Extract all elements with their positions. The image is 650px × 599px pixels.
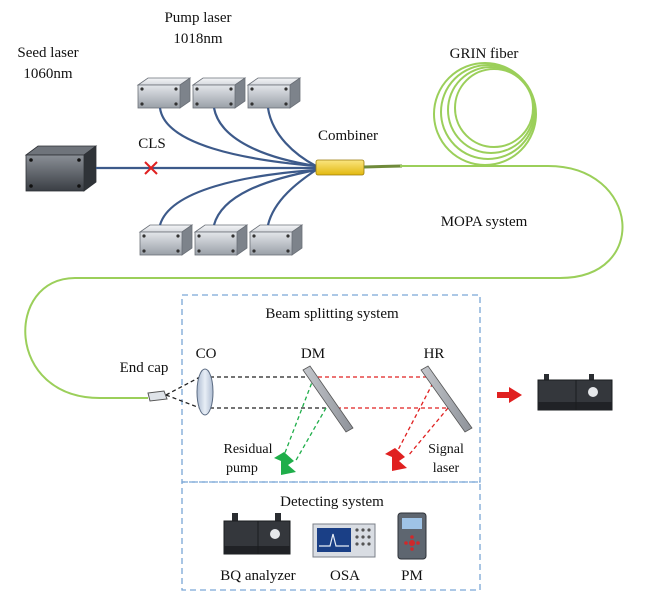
bq-analyzer-label: BQ analyzer [220, 568, 295, 584]
end-cap-label: End cap [120, 360, 169, 376]
pump-laser-module [191, 77, 247, 109]
pump-laser-module [246, 77, 302, 109]
hr-mirror [420, 365, 473, 433]
dichroic-mirror [302, 365, 354, 433]
osa-device [312, 523, 376, 558]
seed-laser-label: Seed laser [17, 45, 78, 61]
output-arrow-icon [497, 387, 522, 403]
pump-laser-label: Pump laser [164, 10, 231, 26]
beam-profiler-camera [537, 374, 613, 411]
pm-label: PM [401, 568, 423, 584]
residual-pump-label: Residual [224, 442, 273, 457]
pump-fibers [158, 107, 317, 226]
cls-marker [144, 161, 158, 175]
signal-laser-label-2: laser [433, 461, 460, 476]
grin-fiber-coil [433, 62, 537, 166]
dm-label: DM [301, 346, 325, 362]
pump-laser-module [248, 224, 304, 256]
residual-pump-label-2: pump [226, 461, 258, 476]
beam-splitting-box [181, 294, 481, 483]
bq-analyzer-device [223, 513, 291, 555]
pump-laser-module [138, 224, 194, 256]
residual-pump-arrow-icon [274, 452, 296, 475]
grin-fiber-label: GRIN fiber [450, 46, 519, 62]
hr-label: HR [424, 346, 445, 362]
end-cap [147, 390, 168, 402]
beam-paths [165, 376, 449, 463]
detecting-title: Detecting system [280, 494, 384, 510]
beam-splitting-title: Beam splitting system [265, 306, 399, 322]
pm-device [397, 512, 427, 560]
detecting-box [181, 481, 481, 591]
signal-laser-arrow-icon [385, 448, 407, 471]
mopa-system-label: MOPA system [441, 214, 528, 230]
combiner [315, 159, 403, 176]
combiner-label: Combiner [318, 128, 378, 144]
signal-laser-label: Signal [428, 442, 464, 457]
cls-label: CLS [138, 136, 166, 152]
pump-laser-module [193, 224, 249, 256]
co-label: CO [196, 346, 217, 362]
pump-wavelength-label: 1018nm [173, 31, 223, 47]
seed-laser-module [24, 145, 98, 192]
collimator-lens [196, 368, 214, 416]
output-fiber [24, 165, 624, 399]
osa-label: OSA [330, 568, 360, 584]
pump-laser-module [136, 77, 192, 109]
seed-wavelength-label: 1060nm [23, 66, 73, 82]
